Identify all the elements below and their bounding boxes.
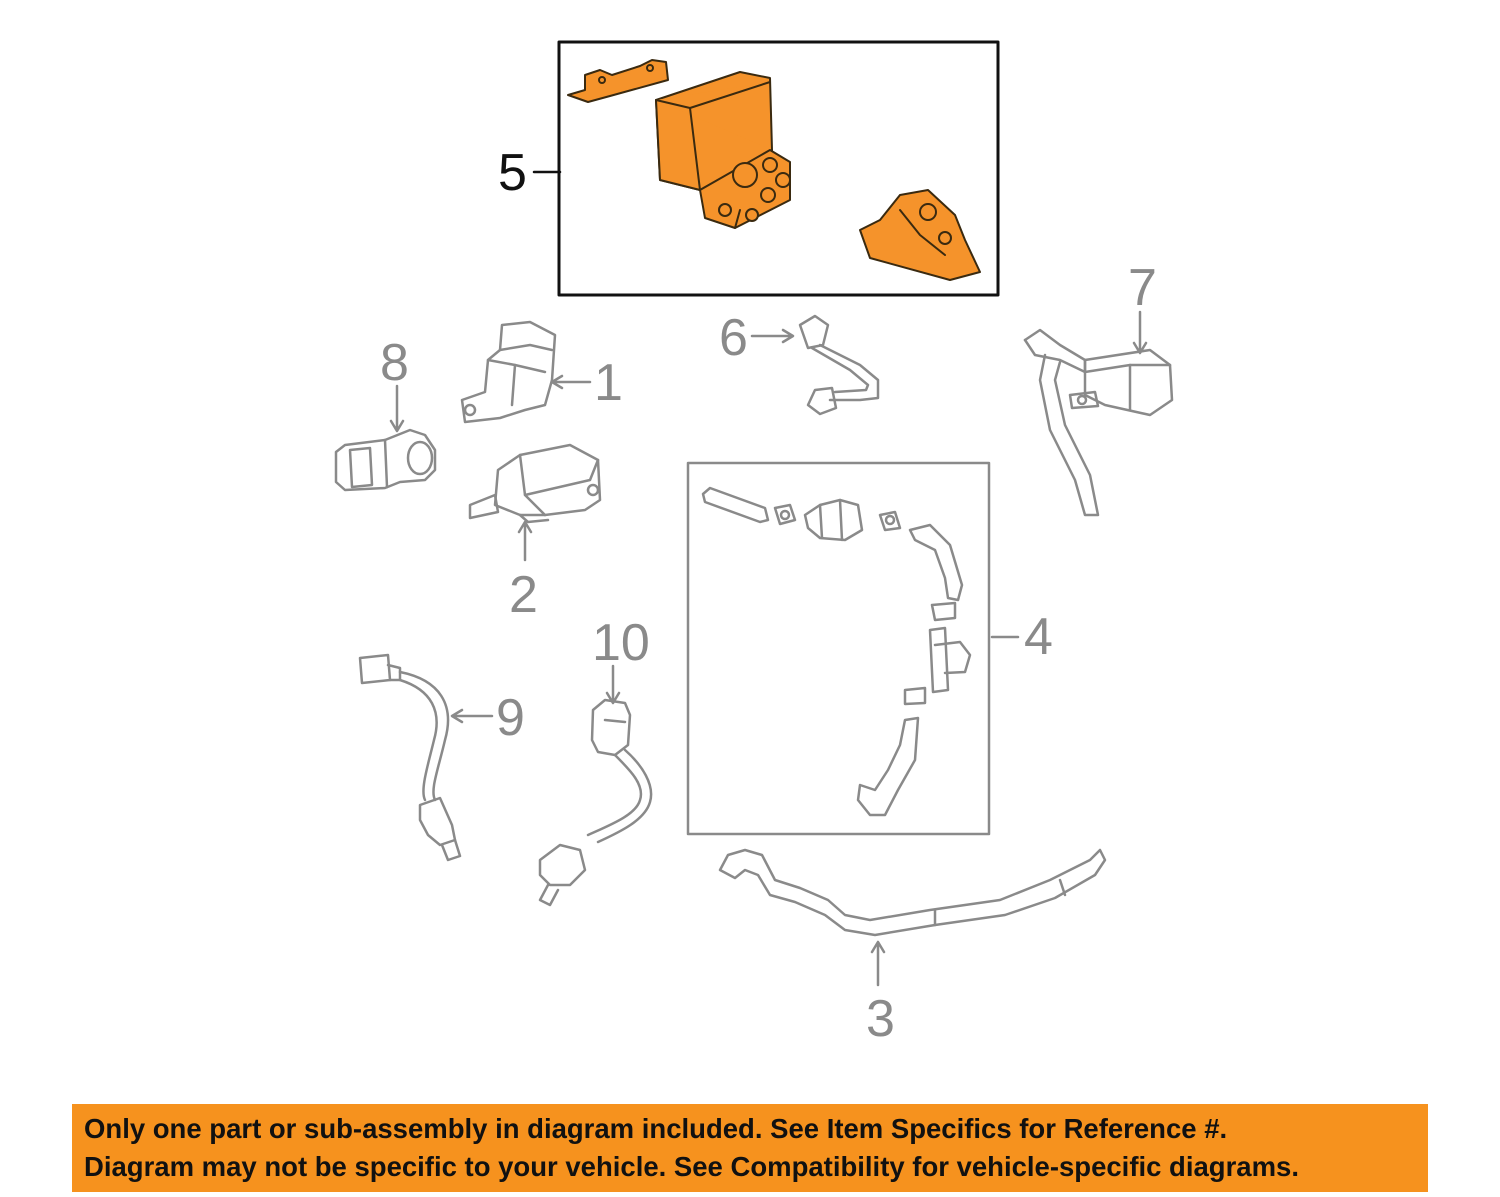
leader-7 — [1132, 310, 1148, 355]
leader-8 — [389, 384, 405, 433]
part-4-hose-kit — [701, 486, 972, 817]
callout-3: 3 — [866, 990, 895, 1048]
disclaimer-line-1: Only one part or sub-assembly in diagram… — [84, 1113, 1228, 1144]
part-9-sensor — [358, 653, 462, 862]
leader-6 — [750, 328, 795, 344]
callout-4: 4 — [1024, 608, 1053, 666]
callout-2: 2 — [509, 566, 538, 624]
part-3-hose — [718, 848, 1107, 937]
callout-6: 6 — [719, 309, 748, 367]
disclaimer-banner: Only one part or sub-assembly in diagram… — [72, 1104, 1428, 1192]
callout-8: 8 — [380, 334, 409, 392]
part-1-bracket — [460, 320, 557, 424]
part-5-canister — [567, 59, 981, 281]
parts-diagram: 5 1 2 3 4 6 7 8 9 10 — [334, 40, 1174, 1048]
part-4-frame — [686, 461, 991, 836]
leader-2 — [517, 520, 533, 562]
leader-1 — [550, 374, 592, 390]
callout-7: 7 — [1128, 259, 1157, 317]
part-8-sensor — [334, 428, 437, 492]
part-7-valve — [1023, 328, 1174, 517]
callout-5: 5 — [498, 144, 527, 202]
callout-9: 9 — [496, 689, 525, 747]
part-5-frame — [557, 40, 1000, 297]
callout-1: 1 — [594, 354, 623, 412]
leader-10 — [605, 664, 621, 705]
part-2-valve — [468, 443, 602, 524]
part-10-sensor — [538, 698, 653, 907]
leader-9 — [450, 708, 494, 724]
leader-3 — [870, 940, 886, 987]
disclaimer-line-2: Diagram may not be specific to your vehi… — [84, 1151, 1299, 1182]
callout-10: 10 — [592, 614, 650, 672]
part-6-pipe — [798, 314, 880, 416]
